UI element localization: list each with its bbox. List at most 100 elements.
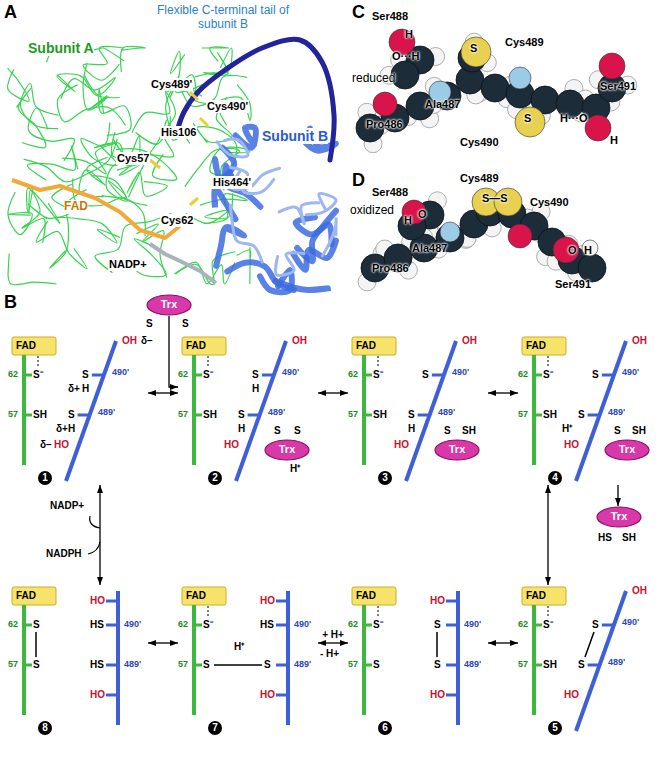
state-number: 8	[38, 721, 52, 735]
state-number: 4	[548, 471, 562, 485]
state-sketch	[352, 587, 458, 725]
subunit-a-coil	[127, 172, 167, 196]
figure-label: HO	[564, 439, 579, 451]
cysteine-stick	[200, 118, 208, 126]
fad-box	[12, 587, 56, 605]
equilibrium-arrow	[169, 316, 178, 387]
residue-tick	[248, 414, 260, 417]
figure-label: - H+	[320, 648, 339, 660]
carbon-atom	[481, 74, 509, 102]
edge-label: + H+	[322, 629, 344, 641]
subunit-a-coil	[22, 190, 45, 242]
residue-tick	[588, 414, 600, 417]
trx-name: Trx	[611, 510, 628, 523]
state-sketch	[522, 587, 626, 731]
residue-tick	[194, 624, 202, 627]
figure-label: 489'	[464, 659, 481, 669]
figure-label: HS	[260, 619, 274, 631]
figure-label: HO	[260, 595, 275, 607]
figure-label: His106	[160, 126, 197, 139]
disulfide-bond	[436, 632, 438, 657]
figure-label: NADPH	[46, 548, 82, 560]
figure-label: HO	[54, 439, 69, 451]
residue-tick	[418, 414, 430, 417]
charge-transfer-dots	[37, 356, 39, 367]
trx-ellipse	[147, 295, 191, 315]
residue-tick	[446, 600, 458, 603]
residue-tick	[534, 414, 542, 417]
residue-tick	[588, 664, 600, 667]
reaction-state: 6FAD6257S⁻S490'489'HOSSHO	[348, 585, 488, 735]
figure-label: FAD	[64, 200, 88, 214]
subunit-a-coil	[79, 157, 107, 196]
residue-tick	[364, 374, 372, 377]
figure-label: D	[352, 170, 365, 191]
subunit-a-chain	[532, 605, 536, 715]
residue-tick	[78, 414, 90, 417]
state-number: 7	[208, 721, 222, 735]
subunit-b-ribbon	[231, 205, 263, 262]
figure-label: HS	[90, 659, 104, 671]
figure-label: Subunit A	[28, 40, 94, 56]
trx-name: Trx	[619, 443, 636, 456]
reaction-state: 4TrxFAD6257S⁻SH490'489'OHSSH⁺HOSSH	[518, 335, 658, 485]
figure-label: 57	[348, 659, 358, 669]
figure-label: 490'	[622, 617, 639, 627]
residue-tick	[534, 664, 542, 667]
figure-label: S⁻	[543, 619, 553, 631]
figure-label: B	[4, 292, 17, 313]
figure-label: S⁻	[203, 369, 213, 381]
fad-sticks	[12, 180, 180, 238]
trx-name: Trx	[279, 443, 296, 456]
figure-label: OH	[292, 335, 307, 347]
fad-box	[522, 587, 566, 605]
figure-label: Pro486	[366, 118, 403, 131]
figure-label: reduced	[352, 72, 395, 86]
figure-label: Cys57	[116, 152, 150, 165]
subunit-b-tail	[576, 341, 626, 481]
charge-transfer-dots	[547, 606, 549, 617]
figure-label: FAD	[16, 590, 36, 602]
fad-box	[352, 587, 396, 605]
figure-label: 490'	[282, 367, 299, 377]
residue-tick	[602, 624, 614, 627]
figure-label: Cys62	[160, 214, 194, 227]
figure-label: OH	[122, 335, 137, 347]
residue-tick	[106, 624, 118, 627]
residue-tick	[24, 624, 32, 627]
figure-label: H	[404, 214, 412, 227]
hetero-atom	[599, 53, 625, 79]
figure-label: O···H	[392, 50, 420, 63]
figure-label: 57	[348, 409, 358, 419]
nadp-sticks	[150, 244, 216, 283]
figure-label: S	[373, 659, 380, 671]
subunit-a-coil	[121, 46, 146, 72]
subunit-a-coil	[62, 142, 118, 173]
trx-name: Trx	[449, 443, 466, 456]
figure-label: S⁻	[203, 619, 213, 631]
figure-label: oxidized	[350, 204, 394, 218]
subunit-b-ribbon	[216, 227, 244, 266]
figure-label: δ+	[56, 423, 68, 435]
charge-transfer-dots	[377, 606, 379, 617]
state-number: 5	[548, 721, 562, 735]
figure-label: S	[444, 425, 451, 437]
flexible-tail	[178, 39, 334, 160]
state-sketch	[12, 587, 118, 725]
figure-label: S	[146, 318, 153, 330]
figure-label: H···O	[560, 112, 588, 125]
equilibrium-arrow	[99, 485, 100, 585]
nadph-entry-line	[88, 542, 100, 554]
trx-ellipse	[597, 507, 641, 527]
subunit-a-coil	[99, 89, 131, 135]
figure-label: S	[182, 318, 189, 330]
figure-label: O	[418, 208, 427, 221]
state-sketch	[12, 337, 116, 481]
residue-tick	[446, 664, 458, 667]
figure-label: 62	[8, 369, 18, 379]
figure-label: S	[33, 619, 40, 631]
subunit-b-ribbon	[279, 203, 319, 224]
subunit-a-chain	[22, 605, 26, 715]
figure-label: H	[238, 423, 245, 435]
